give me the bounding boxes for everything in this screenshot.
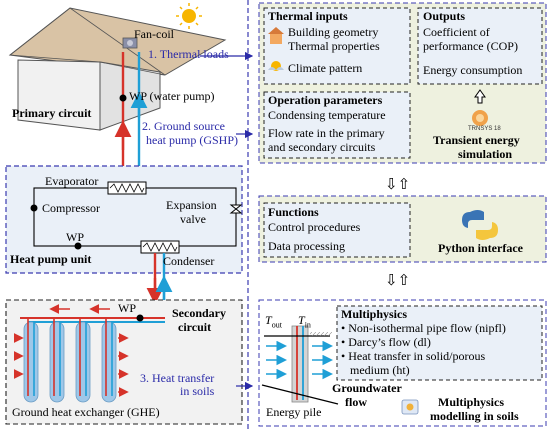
groundwater-flow-line1: Groundwater [332,381,402,395]
t-out-label: Tout [265,313,282,330]
outputs-up-arrow [474,89,486,104]
energy-consumption-text: Energy consumption [423,63,523,77]
expansion-valve-label-line2: valve [180,212,206,226]
bullet-heat-transfer-line1: • Heat transfer in solid/porous [341,349,486,363]
data-processing-text: Data processing [268,239,345,253]
primary-water-pump-dot [119,94,127,102]
heat-transfer-label-line1: 3. Heat transfer [140,371,215,385]
cop-text-line1: Coefficient of [423,25,490,39]
heat-pump-unit-label: Heat pump unit [10,252,92,266]
multiphysics-modelling-line2: modelling in soils [430,409,519,423]
heat-pump-wp-dot [74,242,82,250]
groundwater-flow-line2: flow [345,395,367,409]
transient-simulation-line1: Transient energy [433,133,520,147]
thermal-inputs-title: Thermal inputs [268,9,348,23]
trnsys-logo [472,110,488,126]
primary-circuit-label: Primary circuit [12,106,92,120]
functions-title: Functions [268,205,319,219]
secondary-circuit-label-line1: Secondary [172,306,226,320]
operation-box [263,91,411,159]
multiphysics-modelling-line1: Multiphysics [438,395,505,409]
thermal-inputs-box [263,7,411,85]
exchange-arrows-1: ⇩⇧ [385,175,411,193]
house-illustration [8,7,227,131]
groundwater-arrows [266,340,333,380]
bullet-nipfl: • Non-isothermal pipe flow (nipfl) [341,321,506,335]
outputs-box [417,7,543,85]
bullet-heat-transfer-line2: medium (ht) [350,363,410,377]
gshp-label-line2: heat pump (GSHP) [146,133,238,147]
control-procedures-text: Control procedures [268,220,361,234]
multiphysics-title: Multiphysics [341,307,408,321]
climate-pattern-text: Climate pattern [288,61,363,75]
gshp-label-line1: 2. Ground source [142,119,225,133]
condenser-label: Condenser [163,254,215,268]
secondary-wp-dot [136,314,144,322]
secondary-wp-label: WP [118,301,136,315]
sun-icon [176,3,202,29]
soil-heat-arrows [14,304,129,397]
expansion-valve-label-line1: Expansion [166,198,217,212]
expansion-valve-icon [229,204,243,214]
secondary-circuit-label-line2: circuit [178,320,212,334]
fan-coil-icon [122,37,138,49]
energy-pile-label: Energy pile [266,405,322,419]
fan-coil-label: Fan-coil [134,27,174,41]
building-icon [268,27,284,44]
ghe-boreholes [23,318,117,403]
operation-parameters-title: Operation parameters [268,93,383,107]
outputs-title: Outputs [423,9,466,23]
thermal-properties-text: Thermal properties [288,39,380,53]
t-in-label: Tin [298,313,311,330]
flow-rate-text-line1: Flow rate in the primary [268,126,385,140]
exchange-arrows-2: ⇩⇧ [385,271,411,289]
building-geometry-text: Building geometry [288,25,379,39]
multiphysics-box [336,305,543,381]
climate-icon [268,61,284,71]
heat-pump-wp-label: WP [66,230,84,244]
thermal-loads-label: 1. Thermal loads [148,47,229,61]
comsol-icon [401,399,419,415]
compressor-label: Compressor [42,201,100,215]
energy-pile-illustration [261,325,339,405]
compressor-dot [30,204,38,212]
heat-transfer-label-line2: in soils [180,384,215,398]
evaporator-label: Evaporator [45,174,99,188]
trnsys-logo-text: TRNSYS 18 [468,126,501,132]
transient-simulation-line2: simulation [458,147,513,161]
python-interface-label: Python interface [438,241,523,255]
functions-box [263,202,411,258]
python-logo-icon [462,210,498,240]
condensing-temperature-text: Condensing temperature [268,108,386,122]
ghe-label: Ground heat exchanger (GHE) [12,405,160,419]
water-pump-label: WP (water pump) [129,89,215,103]
bullet-darcy: • Darcy’s flow (dl) [341,335,431,349]
flow-rate-text-line2: and secondary circuits [268,140,376,154]
cop-text-line2: performance (COP) [423,39,518,53]
ghe-box [5,299,243,425]
